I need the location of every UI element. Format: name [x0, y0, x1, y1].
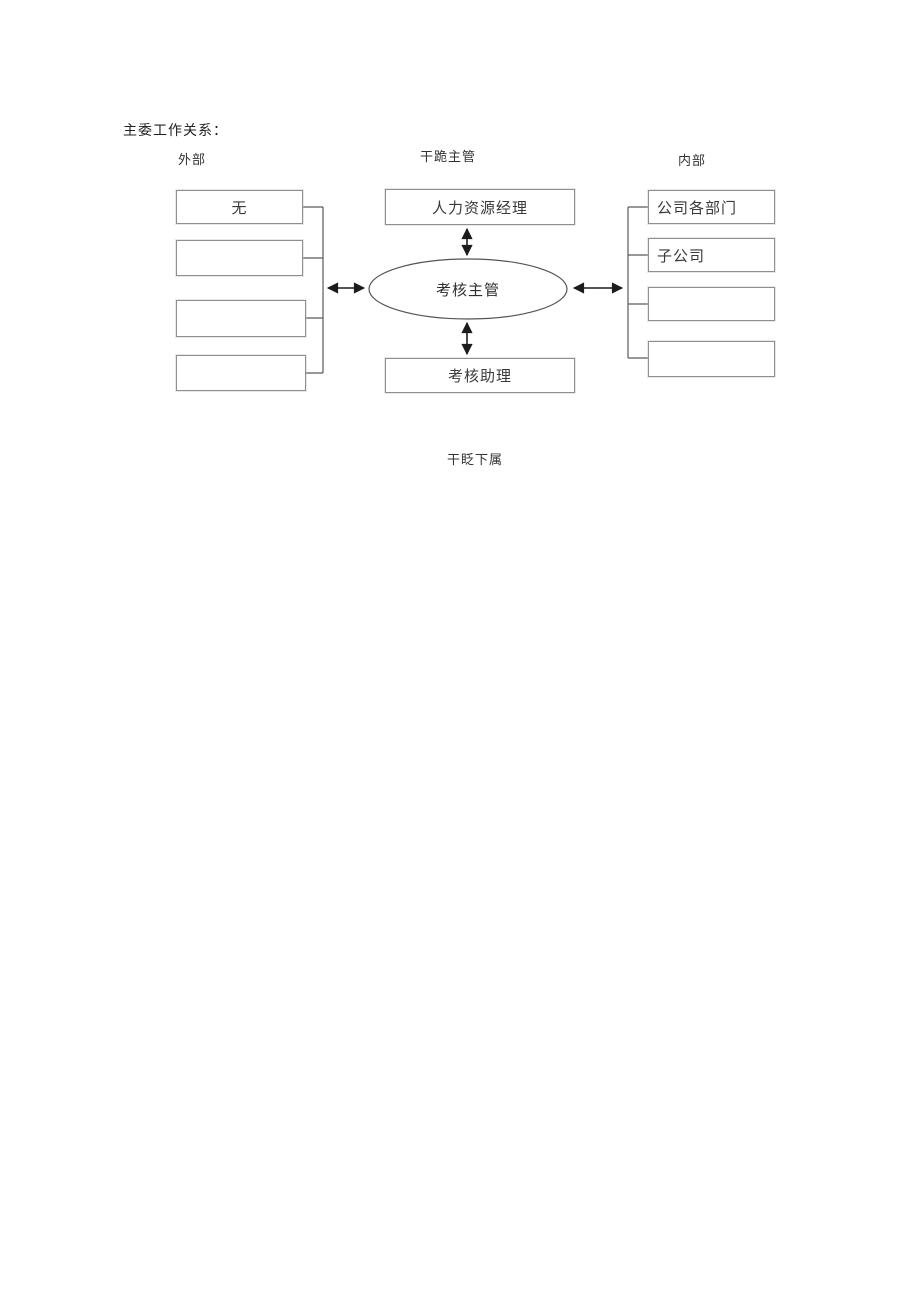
right-box-2-label: 子公司	[657, 248, 706, 265]
left-box-4	[176, 355, 306, 391]
header-direct-supervisor: 干跪主管	[420, 149, 477, 164]
diagram-wires	[303, 206, 648, 374]
hr-manager-box: 人力资源经理	[385, 189, 575, 225]
relationship-arrows	[326, 227, 624, 356]
header-internal: 内部	[678, 153, 707, 168]
assessment-supervisor-text: 考核主管	[435, 282, 500, 299]
right-box-4	[648, 341, 775, 377]
assessment-supervisor-label: 考核主管	[369, 259, 567, 319]
left-box-1: 无	[176, 190, 303, 224]
hr-manager-label: 人力资源经理	[431, 200, 528, 217]
right-box-1: 公司各部门	[648, 190, 775, 224]
assessment-assistant-box: 考核助理	[385, 358, 575, 393]
right-box-2: 子公司	[648, 238, 775, 272]
right-box-1-label: 公司各部门	[657, 200, 738, 217]
right-bracket-lines	[627, 206, 648, 359]
left-box-3	[176, 300, 306, 337]
left-box-1-label: 无	[231, 200, 248, 217]
left-bracket-lines	[303, 206, 324, 374]
assessment-supervisor-ellipse	[368, 258, 568, 320]
assessment-assistant-label: 考核助理	[447, 369, 512, 385]
header-external: 外部	[178, 152, 207, 167]
page-title: 主委工作关系：	[123, 124, 228, 139]
direct-subordinate-caption: 干眨下属	[447, 452, 504, 467]
right-box-3	[648, 287, 775, 321]
left-box-2	[176, 240, 303, 276]
